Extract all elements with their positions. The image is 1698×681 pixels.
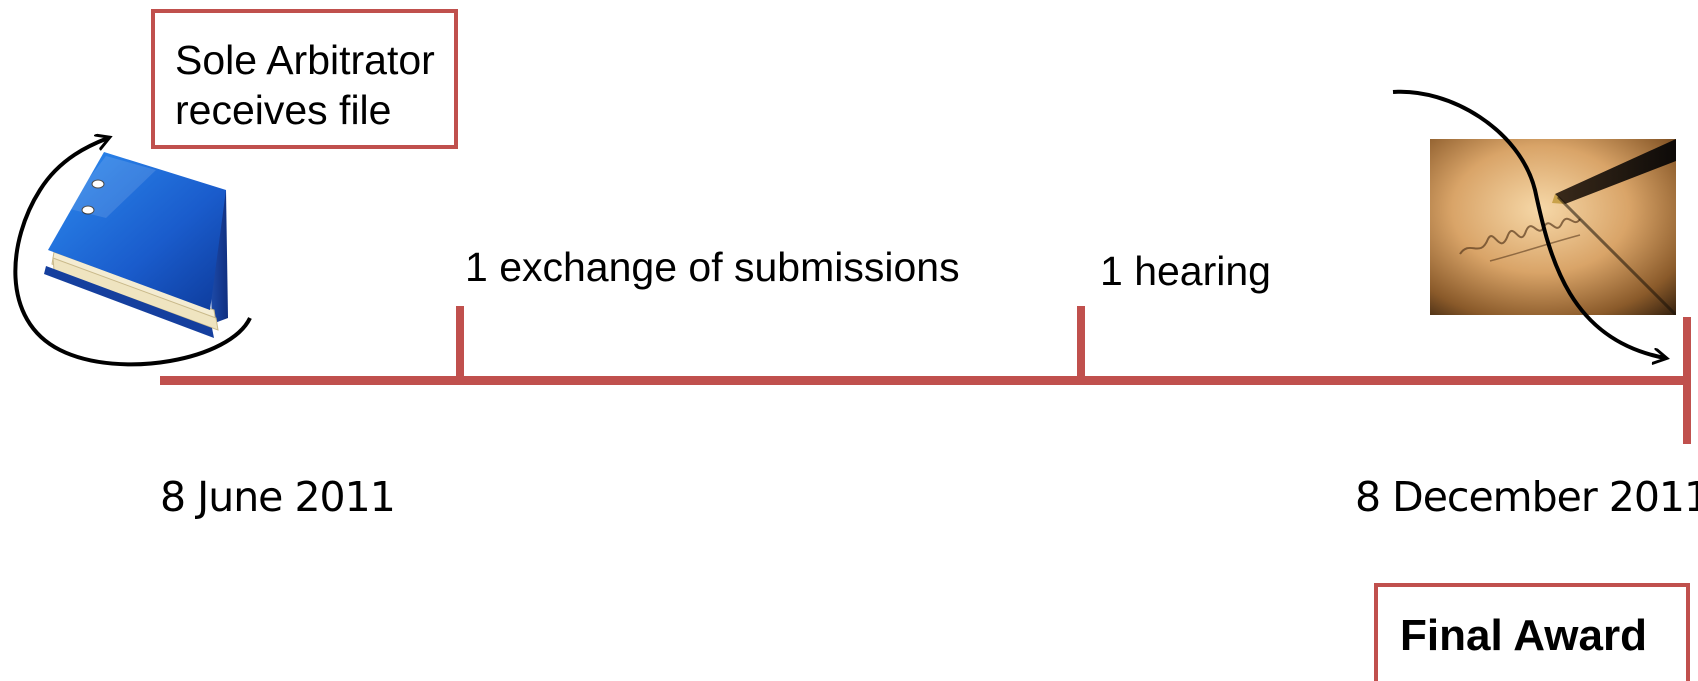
start-event-box: Sole Arbitrator receives file xyxy=(151,9,458,149)
timeline-line xyxy=(160,376,1687,385)
phase-label-submissions: 1 exchange of submissions xyxy=(465,244,960,290)
start-box-line-2: receives file xyxy=(175,87,392,133)
pen-signing-photo xyxy=(1430,139,1678,317)
timeline-tick-hearing xyxy=(1077,306,1085,378)
timeline-tick-submissions xyxy=(456,306,464,378)
final-award-box: Final Award xyxy=(1374,583,1690,681)
start-box-line-1: Sole Arbitrator xyxy=(175,37,435,83)
timeline-tick-end xyxy=(1683,317,1691,444)
start-date-label: 8 June 2011 xyxy=(160,473,396,521)
phase-label-hearing: 1 hearing xyxy=(1100,248,1271,294)
binder-icon xyxy=(36,148,236,338)
end-date-label: 8 December 2011 xyxy=(1355,473,1698,521)
